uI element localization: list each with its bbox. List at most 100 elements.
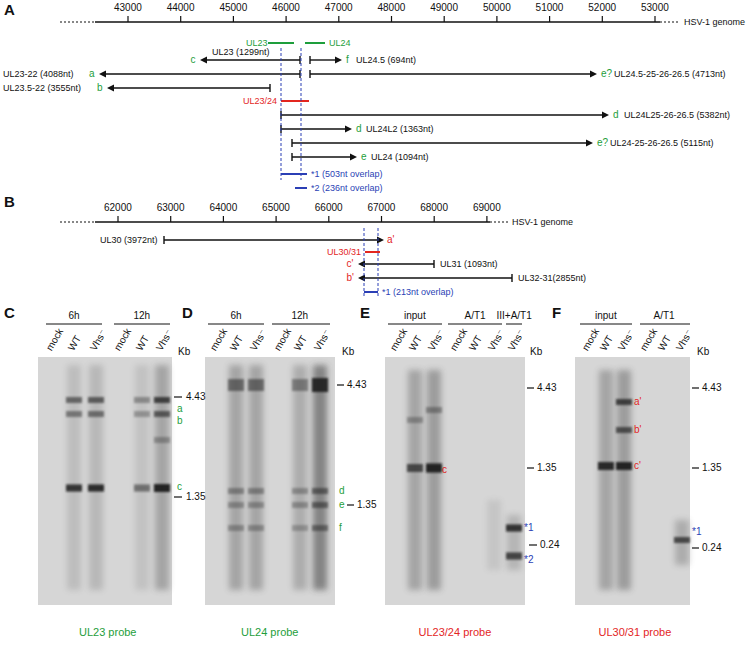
figure-label: III+A/T1 [497, 311, 532, 321]
transcript-start [299, 70, 300, 78]
blot-band [312, 502, 328, 508]
figure-label: b [97, 83, 103, 93]
figure-label: 6h [69, 311, 80, 321]
figure-label: c [442, 465, 447, 475]
scale-tick [127, 16, 128, 22]
figure-label: HSV-1 genome [684, 18, 745, 27]
figure-label: 44000 [167, 3, 195, 13]
figure-label: 12h [292, 311, 309, 321]
transcript-line [364, 277, 512, 278]
scale-tick [391, 16, 392, 22]
arrow-head [350, 154, 357, 161]
blot-band [426, 407, 442, 413]
figure-label: A/T1 [465, 311, 486, 321]
blot-band [312, 488, 328, 494]
scale-tick [233, 16, 234, 22]
blot-band [66, 411, 82, 417]
lane-group-line [388, 324, 442, 325]
scale-tick [276, 216, 277, 222]
transcript-line [292, 142, 587, 143]
transcript-start [299, 56, 300, 64]
transcript-line [206, 59, 300, 60]
figure-label: UL31 (1093nt) [440, 260, 498, 269]
genome-line [95, 21, 660, 22]
size-marker-tick [529, 544, 537, 545]
transcript-line [310, 73, 591, 74]
scale-tick [381, 216, 382, 222]
figure-label: d [339, 486, 345, 496]
transcript-line [164, 239, 378, 240]
arrow-head [335, 57, 342, 64]
blot-band [426, 464, 442, 473]
figure-label: mock [45, 327, 66, 353]
figure-label: mock [209, 327, 230, 353]
figure-label: A/T1 [654, 311, 675, 321]
blot-smear [675, 520, 689, 565]
figure-label: F [552, 305, 561, 320]
blot-smear [135, 365, 149, 590]
transcript-line [310, 59, 336, 60]
blot-band [616, 462, 632, 470]
blot-band [66, 397, 82, 403]
figure-label: c' [347, 259, 354, 269]
figure-label: e? [601, 69, 612, 79]
lane-group-line [640, 324, 690, 325]
figure-label: a [177, 404, 183, 414]
size-marker-tick [347, 504, 354, 505]
blot-smear [617, 370, 631, 590]
figure-label: 64000 [209, 203, 237, 213]
figure-label: 63000 [157, 203, 185, 213]
gene-bar [305, 42, 325, 44]
blot-band [248, 525, 264, 531]
blot-band [292, 379, 308, 391]
figure-label: Vhs⁻ [617, 328, 637, 352]
transcript-start [433, 260, 434, 268]
figure-label: b [177, 416, 183, 426]
blot-band [228, 379, 244, 391]
scale-tick [223, 216, 224, 222]
figure-label: input [595, 311, 617, 321]
blot-band [248, 488, 264, 494]
blot-smear [599, 370, 613, 590]
figure-label: 45000 [219, 3, 247, 13]
figure-label: UL32-31(2855nt) [518, 274, 586, 283]
blot-band [134, 485, 150, 492]
figure-label: D [182, 305, 193, 320]
figure-label: Vhs⁻ [427, 328, 447, 352]
probe-bar [365, 251, 380, 253]
figure-label: mock [449, 327, 470, 353]
figure-label: 47000 [325, 3, 353, 13]
figure-label: WT [657, 334, 673, 352]
blot-band [598, 462, 614, 470]
genome-line [95, 221, 490, 222]
figure-label: 51000 [536, 3, 564, 13]
blot-band [292, 488, 308, 494]
size-marker-tick [692, 467, 699, 468]
genome-line [490, 221, 508, 222]
blot-smear [487, 500, 501, 570]
lane-group-line [114, 324, 170, 325]
figure-label: A [4, 2, 15, 17]
blot-band [506, 525, 522, 532]
figure-label: 1.35 [357, 500, 376, 510]
figure-label: UL23.5-22 (3555nt) [3, 84, 81, 93]
figure-label: UL23/24 [243, 97, 277, 106]
figure-label: a' [387, 235, 394, 245]
figure-label: Vhs⁻ [507, 328, 527, 352]
figure-label: UL23 probe [79, 627, 137, 638]
figure-label: UL23 [246, 39, 268, 48]
blot-band [292, 525, 308, 531]
figure-label: HSV-1 genome [512, 218, 573, 227]
scale-tick [654, 16, 655, 22]
figure-label: 6h [231, 311, 242, 321]
figure-label: b' [347, 273, 354, 283]
figure-label: WT [135, 334, 151, 352]
figure-label: 50000 [483, 3, 511, 13]
figure-label: *1 (503nt overlap) [311, 170, 383, 179]
scale-tick [286, 16, 287, 22]
scale-tick [434, 216, 435, 222]
figure-label: c' [634, 461, 641, 471]
blot-smear [507, 515, 521, 570]
blot-band [228, 525, 244, 531]
lane-group-line [506, 324, 522, 325]
